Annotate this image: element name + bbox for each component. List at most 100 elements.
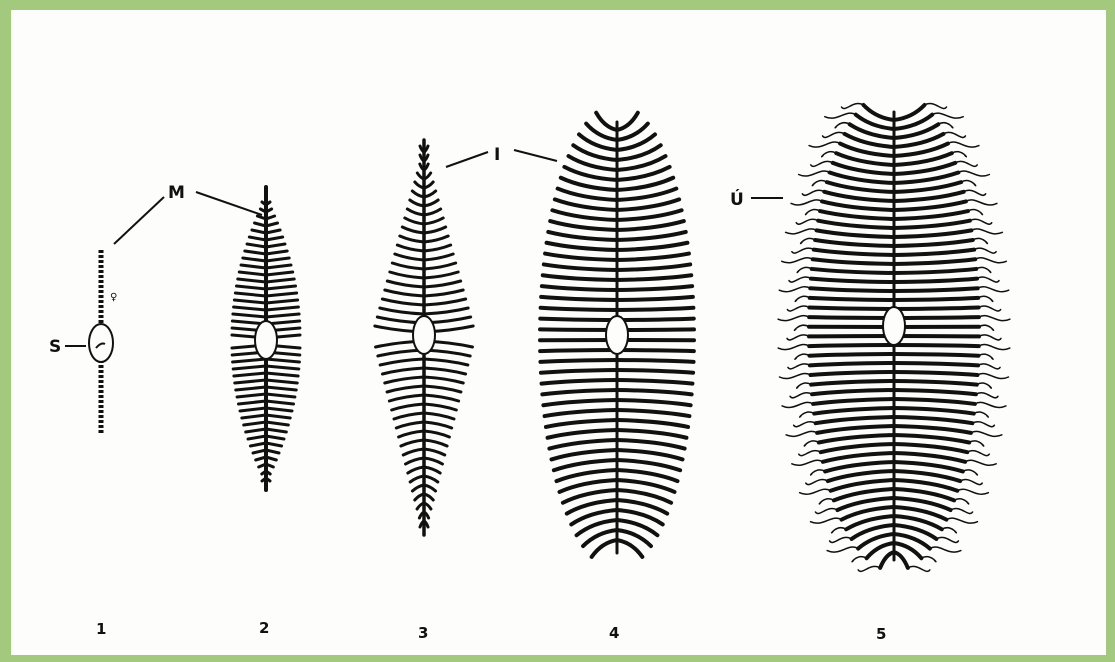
rib — [240, 408, 266, 411]
fringe — [811, 161, 833, 166]
rib — [617, 380, 692, 384]
rib — [266, 422, 288, 425]
rib — [617, 264, 690, 270]
rib — [424, 263, 456, 269]
rib — [402, 227, 424, 233]
fringe — [967, 451, 989, 456]
rib — [586, 124, 617, 140]
figure-number-5: 5 — [876, 625, 886, 643]
rib — [894, 390, 976, 394]
rib — [548, 430, 617, 438]
rib — [410, 200, 424, 206]
rib — [399, 431, 424, 437]
fringe — [979, 316, 1010, 321]
rib — [894, 417, 972, 423]
rib — [382, 299, 424, 305]
rib — [820, 211, 894, 219]
fringe — [971, 431, 1002, 436]
rib — [596, 113, 617, 130]
fringe — [812, 181, 827, 186]
rib — [617, 440, 685, 449]
rib — [813, 259, 894, 264]
rib — [390, 272, 424, 278]
rib — [552, 210, 617, 220]
rib — [821, 444, 894, 452]
rib — [894, 259, 975, 264]
rib — [424, 227, 446, 233]
rib — [424, 422, 452, 428]
rib — [395, 254, 424, 260]
rib — [617, 275, 691, 280]
rib — [266, 408, 292, 411]
rib — [543, 275, 617, 280]
fringe — [921, 557, 936, 562]
rib — [809, 317, 894, 318]
rib — [617, 297, 693, 300]
rib — [235, 293, 266, 296]
fringe — [951, 508, 973, 513]
rib — [894, 250, 974, 255]
fringe — [971, 229, 1002, 234]
rib — [541, 370, 617, 373]
rib — [424, 290, 463, 296]
rib — [880, 552, 894, 568]
rib — [811, 279, 894, 282]
rib — [617, 540, 642, 557]
fringe — [822, 152, 837, 157]
rib — [266, 401, 294, 404]
rib — [894, 534, 930, 549]
rib — [894, 453, 965, 462]
rib — [894, 308, 979, 310]
stage-1-shoot: ♀ — [89, 250, 117, 435]
fringe — [794, 325, 809, 330]
rib — [894, 354, 979, 356]
rib — [542, 380, 617, 384]
rib — [238, 279, 266, 282]
rib — [810, 288, 894, 291]
rib — [424, 368, 466, 374]
rib — [545, 254, 617, 260]
rib — [894, 363, 978, 365]
fringe — [800, 489, 831, 494]
rib — [266, 314, 299, 317]
rib — [546, 420, 617, 427]
rib — [863, 105, 894, 120]
rib — [894, 105, 925, 120]
rib — [894, 230, 971, 237]
fringe — [835, 123, 850, 128]
rib — [234, 373, 266, 376]
fringe — [978, 296, 993, 301]
fringe — [955, 161, 977, 166]
rib — [389, 395, 424, 401]
rib — [812, 269, 894, 273]
rib — [237, 394, 266, 397]
fringe — [796, 219, 818, 224]
rib — [248, 436, 266, 439]
fringe — [979, 345, 1010, 350]
rib — [424, 245, 451, 251]
rib — [424, 404, 456, 410]
fringe — [942, 528, 957, 533]
rib — [266, 293, 297, 296]
rib — [819, 435, 894, 443]
rib — [617, 370, 693, 373]
rib — [617, 410, 689, 416]
fringe — [782, 402, 813, 407]
fringe — [811, 518, 842, 523]
fringe — [801, 238, 816, 243]
fringe — [811, 470, 826, 475]
rib — [617, 319, 694, 320]
fringe — [957, 489, 988, 494]
rib — [894, 372, 978, 375]
fringe — [970, 219, 992, 224]
rib — [380, 308, 424, 314]
fringe — [832, 528, 847, 533]
rib — [405, 218, 424, 224]
rib — [241, 265, 266, 268]
rib — [244, 422, 266, 425]
svg-text:♀: ♀ — [110, 292, 117, 303]
label-i: I — [494, 145, 500, 165]
fringe — [973, 238, 988, 243]
rib — [266, 258, 289, 261]
rib — [592, 540, 617, 557]
